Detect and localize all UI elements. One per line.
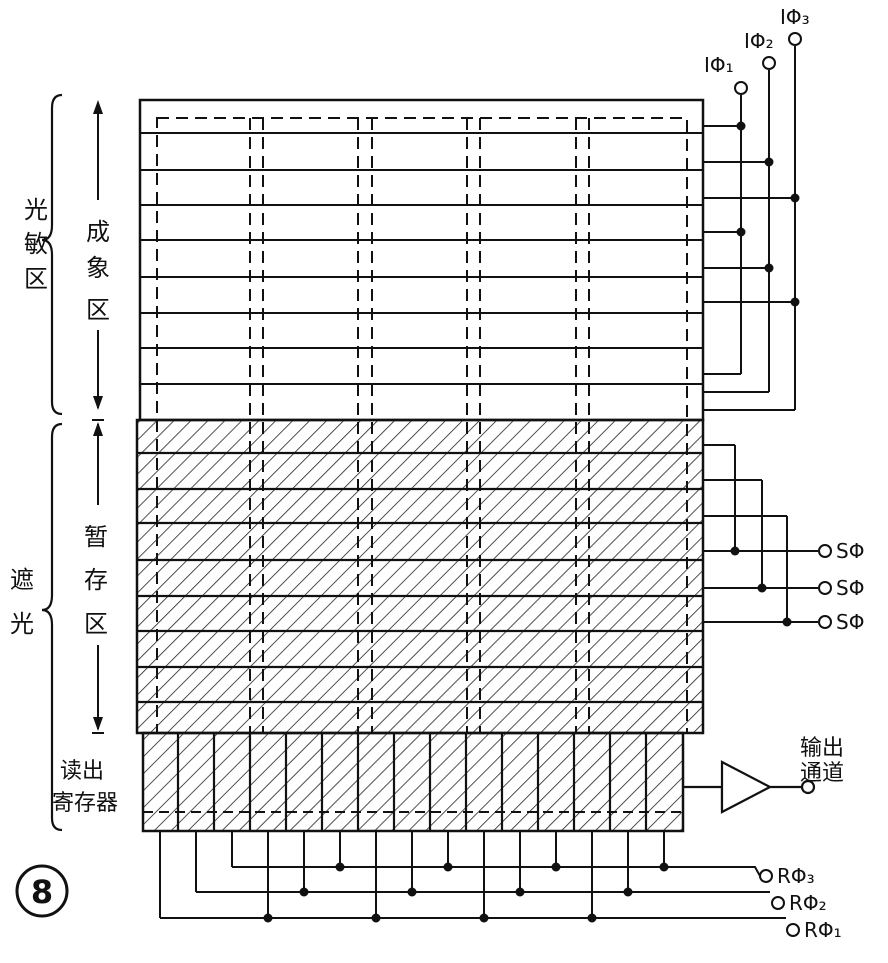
svg-text:8: 8	[31, 873, 53, 911]
svg-text:SΦ: SΦ	[836, 610, 864, 634]
light-shield-label: 遮 光	[10, 566, 34, 638]
imaging-clock-labels: IΦ₁ IΦ₂ IΦ₃	[704, 5, 810, 77]
svg-text:IΦ₂: IΦ₂	[744, 29, 774, 53]
svg-text:象: 象	[86, 254, 110, 282]
dimension-arrows	[92, 100, 104, 734]
terminal-iphi3	[788, 32, 802, 46]
svg-text:RΦ₂: RΦ₂	[789, 891, 827, 915]
left-braces	[41, 93, 63, 832]
storage-clock-labels: SΦ SΦ SΦ	[836, 539, 864, 634]
svg-text:暂: 暂	[84, 523, 108, 551]
svg-text:存: 存	[84, 566, 108, 594]
svg-text:成: 成	[86, 218, 110, 246]
svg-text:通道: 通道	[800, 761, 844, 786]
photosensitive-zone-label: 光 敏 区	[24, 196, 48, 293]
imaging-clock-terminals	[734, 32, 802, 95]
imaging-row-lines	[140, 132, 703, 385]
svg-text:IΦ₃: IΦ₃	[780, 5, 810, 29]
imaging-clock-wiring	[703, 46, 796, 411]
storage-zone	[135, 418, 705, 735]
imaging-junction-dots	[736, 121, 800, 307]
output-channel-label: 输出 通道	[800, 736, 844, 786]
figure-number-badge: 8	[15, 864, 69, 918]
readout-clock-labels: RΦ₃ RΦ₂ RΦ₁	[777, 864, 842, 942]
svg-text:读出: 读出	[60, 759, 104, 784]
svg-text:光: 光	[24, 196, 48, 224]
svg-text:输出: 输出	[800, 736, 844, 761]
storage-row-lines	[137, 451, 703, 704]
svg-text:区: 区	[24, 265, 48, 293]
readout-register	[141, 731, 685, 833]
svg-text:寄存器: 寄存器	[52, 791, 118, 816]
output-terminal	[800, 779, 816, 795]
svg-text:RΦ₃: RΦ₃	[777, 864, 815, 888]
svg-text:IΦ₁: IΦ₁	[704, 53, 734, 77]
svg-text:光: 光	[10, 610, 34, 638]
terminal-iphi1	[734, 81, 748, 95]
storage-clock-terminals	[818, 544, 832, 629]
readout-cell-dividers	[176, 733, 648, 831]
output-amplifier	[683, 760, 816, 814]
svg-text:SΦ: SΦ	[836, 539, 864, 563]
imaging-zone-label: 成 象 区	[86, 218, 110, 324]
amplifier-triangle-icon	[720, 760, 773, 814]
readout-clock-terminals	[759, 869, 800, 937]
brace-photosensitive-zone	[41, 93, 63, 416]
storage-clock-wiring	[703, 444, 818, 623]
svg-text:敏: 敏	[24, 230, 48, 258]
terminal-iphi2	[762, 56, 776, 70]
readout-clock-wiring	[159, 831, 786, 919]
svg-text:遮: 遮	[10, 566, 34, 594]
storage-zone-label: 暂 存 区	[84, 523, 108, 638]
readout-register-label: 读出 寄存器	[52, 759, 118, 816]
svg-text:区: 区	[86, 296, 110, 324]
readout-junction-dots	[263, 862, 669, 923]
column-boundaries-dashed	[249, 118, 590, 733]
svg-text:RΦ₁: RΦ₁	[804, 918, 842, 942]
brace-light-shield-zone	[41, 422, 63, 832]
storage-junction-dots	[730, 546, 792, 627]
svg-text:区: 区	[84, 610, 108, 638]
svg-text:SΦ: SΦ	[836, 576, 864, 600]
